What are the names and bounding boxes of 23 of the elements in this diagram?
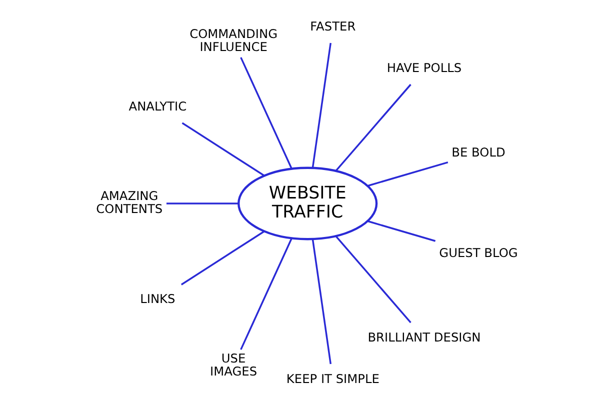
connector <box>181 122 264 176</box>
connector <box>166 202 238 204</box>
connector <box>311 239 332 364</box>
node-ellipse: WEBSITE TRAFFIC <box>237 166 378 240</box>
connector <box>334 84 411 172</box>
node-text: KEEP IT SIMPLE <box>286 372 379 386</box>
node-text: FASTER <box>310 19 356 34</box>
connector <box>311 42 332 168</box>
node-text: COMMANDING INFLUENCE <box>189 27 278 54</box>
node-text: BRILLIANT DESIGN <box>367 330 480 344</box>
node-text: GUEST BLOG <box>438 246 518 260</box>
node-text: BE BOLD <box>451 146 505 160</box>
connector <box>334 236 411 324</box>
node-text: HAVE POLLS <box>386 61 462 76</box>
node-text: AMAZING CONTENTS <box>96 189 162 216</box>
connector <box>366 161 448 187</box>
node-text: LINKS <box>140 292 175 306</box>
connector <box>240 57 292 170</box>
connector <box>240 238 292 350</box>
connector <box>180 230 264 286</box>
connector <box>366 220 436 242</box>
node-text: USE IMAGES <box>210 351 257 378</box>
node-text: ANALYTIC <box>128 99 186 114</box>
